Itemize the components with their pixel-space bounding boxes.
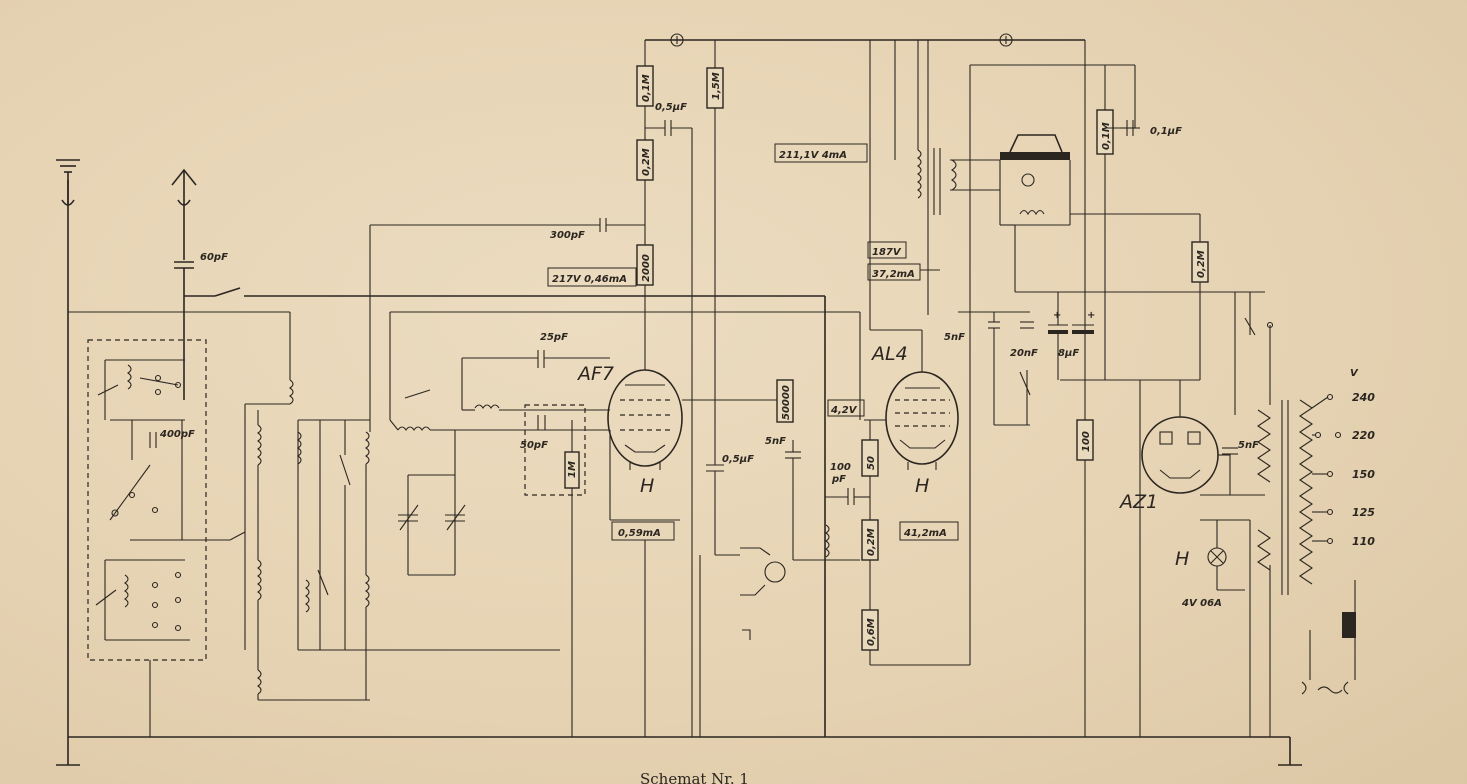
- pickup-jack-icon[interactable]: [764, 561, 786, 583]
- label-lamp: 4V 06A: [1181, 598, 1222, 609]
- band-switch-box: [87, 339, 207, 661]
- pilot-lamp-icon: [1207, 520, 1245, 591]
- voltage-selector[interactable]: [1311, 393, 1342, 545]
- capacitor-60pf: [174, 261, 194, 269]
- label-60pf: 60pF: [200, 252, 228, 263]
- tap-240: 240: [1352, 391, 1375, 404]
- label-50000: 50000: [781, 385, 792, 420]
- measure-al4-anode-top: 187V: [872, 247, 902, 258]
- schematic-title: Schemat Nr. 1: [640, 770, 749, 784]
- label-100: 100: [830, 462, 851, 473]
- label-al4: AL4: [870, 343, 908, 365]
- coil-rf3: [365, 431, 370, 465]
- label-az1: AZ1: [1118, 491, 1158, 513]
- label-02m-right: 0,2M: [1196, 250, 1207, 278]
- label-voltage-unit: V: [1350, 368, 1359, 379]
- switch-rf1: [339, 454, 351, 486]
- heater-az1: H: [1175, 548, 1189, 570]
- svg-text:+: +: [1053, 310, 1061, 321]
- coil-rf4: [365, 574, 370, 608]
- label-af7: AF7: [576, 363, 614, 385]
- switch-lever: [109, 464, 151, 521]
- transformer-primary: [1299, 399, 1313, 585]
- plus-terminal-1: [670, 33, 684, 47]
- switch-rf2: [317, 569, 329, 596]
- transformer-heater-winding: [1257, 529, 1271, 571]
- label-100-ohm: 100: [1081, 431, 1092, 452]
- measure-af7-cathode: 0,59mA: [618, 528, 661, 539]
- label-5nf-mid: 5nF: [765, 436, 786, 447]
- shield-box: [524, 404, 586, 496]
- speaker-icon: [999, 134, 1071, 226]
- label-25pf: 25pF: [540, 332, 568, 343]
- heater-af7: H: [640, 475, 654, 497]
- tap-220: 220: [1352, 429, 1375, 442]
- label-400pf: 400pF: [159, 429, 195, 440]
- resistor-af7-2000: [636, 244, 654, 286]
- coil-l3: [257, 559, 262, 601]
- label-02m-mid: 0,2M: [866, 528, 877, 556]
- measure-al4-screen: 211,1V 4mA: [779, 150, 847, 161]
- plus-terminal-2: [999, 33, 1013, 47]
- label-01uf: 0,1μF: [1150, 126, 1182, 137]
- electrolytic-caps-8uf: + +: [1048, 292, 1095, 380]
- earth-terminal-icon: [56, 159, 80, 206]
- measure-af7-anode: 217V 0,46mA: [552, 274, 627, 285]
- heater-al4: H: [915, 475, 929, 497]
- label-50pf: 50pF: [520, 440, 548, 451]
- transformer-hv-winding: [1257, 409, 1271, 483]
- tube-af7: [607, 369, 683, 470]
- resistor-af7-02m: [636, 139, 654, 181]
- label-06m: 0,6M: [866, 618, 877, 646]
- output-transformer-secondary: [950, 159, 957, 191]
- tap-110: 110: [1352, 535, 1375, 548]
- coil-choke: [825, 524, 830, 558]
- label-af7-01m: 0,1M: [641, 74, 652, 102]
- label-20nf: 20nF: [1010, 348, 1038, 359]
- resistor-af7-01m: [636, 65, 654, 107]
- label-8uf: 8μF: [1058, 348, 1079, 359]
- measure-al4-anode-bot: 37,2mA: [872, 269, 915, 280]
- tap-150: 150: [1352, 468, 1375, 481]
- measure-al4-grid: 4,2V: [830, 405, 858, 416]
- tap-125: 125: [1352, 506, 1375, 519]
- coil-l1: [289, 379, 294, 405]
- trimmer-osc: [404, 389, 431, 399]
- coil-fb: [474, 404, 500, 409]
- label-5nf-az1: 5nF: [1238, 440, 1259, 451]
- output-transformer-primary: [917, 149, 922, 199]
- resistor-50000: [776, 379, 794, 423]
- coil-rf2: [305, 579, 310, 613]
- trimmer-sw1: [97, 384, 119, 396]
- coil-rf1: [297, 431, 302, 465]
- coil-sw1: [127, 364, 132, 390]
- coil-osc: [397, 426, 431, 431]
- tube-az1: [1141, 380, 1219, 494]
- measure-al4-cathode: 41,2mA: [903, 528, 947, 539]
- label-1m: 1M: [567, 461, 578, 478]
- label-1-5m: 1,5M: [711, 72, 722, 100]
- label-0-5uf-mid: 0,5μF: [722, 454, 754, 465]
- coil-l2: [257, 424, 262, 466]
- label-100-unit: pF: [831, 474, 846, 485]
- label-af7-02m: 0,2M: [641, 148, 652, 176]
- label-0-5uf-top: 0,5μF: [655, 102, 687, 113]
- label-300pf: 300pF: [550, 230, 585, 241]
- label-af7-2000: 2000: [641, 254, 652, 282]
- label-5nf-al4: 5nF: [944, 332, 965, 343]
- label-01m-right: 0,1M: [1101, 122, 1112, 150]
- mains-fuse: [1342, 612, 1356, 638]
- tone-switch: [1019, 371, 1031, 396]
- label-50: 50: [866, 456, 877, 470]
- switch-antenna: [214, 287, 241, 297]
- coil-l4: [257, 669, 262, 695]
- tube-al4: [885, 371, 959, 470]
- coil-sw2: [124, 574, 129, 608]
- antenna-terminal-icon: [171, 168, 197, 206]
- svg-text:+: +: [1087, 310, 1095, 321]
- mains-ac-icon: [1317, 686, 1343, 694]
